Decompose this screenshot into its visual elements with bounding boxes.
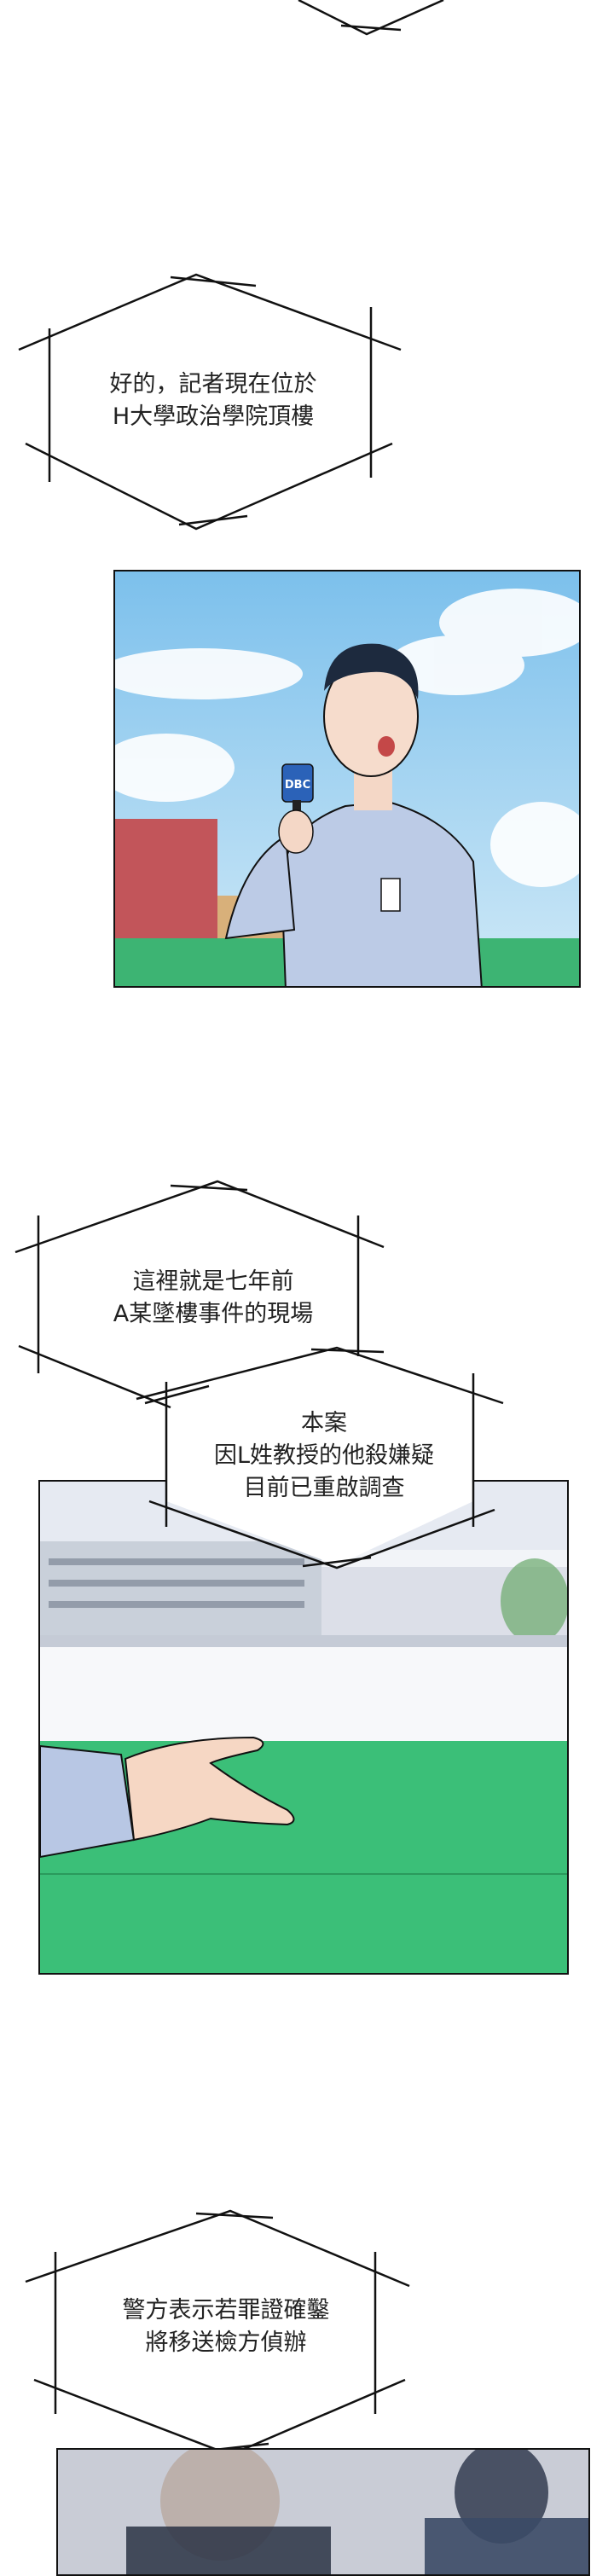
pointing-hand [40,1736,295,1859]
red-building [115,819,217,938]
bubble-2-text: 這裡就是七年前 A某墜樓事件的現場 [77,1266,350,1331]
reporter-scene: DBC [115,571,579,986]
distant-buildings [40,1541,567,1644]
panel-bottom-partial [56,2448,590,2576]
bottom-scene [58,2450,588,2574]
bubble-3-line-1: 本案 [301,1410,347,1436]
bubble-4-line-2: 將移送檢方偵辦 [145,2329,307,2356]
bubble-1-text: 好的，記者現在位於 H大學政治學院頂樓 [85,368,341,433]
panel-reporter: DBC [113,570,581,988]
bubble-2-line-1: 這裡就是七年前 [132,1268,294,1295]
bubble-3-text: 本案 因L姓教授的他殺嫌疑 目前已重啟調查 [183,1407,465,1505]
bubble-2-line-2: A某墜樓事件的現場 [113,1301,314,1327]
bubble-1-line-2: H大學政治學院頂樓 [112,403,315,430]
bubble-4-line-1: 警方表示若罪證確鑿 [122,2297,330,2324]
bubble-4-text: 警方表示若罪證確鑿 將移送檢方偵辦 [85,2295,367,2359]
mic-logo: DBC [285,779,310,792]
panel-hand [38,1480,569,1975]
bubble-3-line-2: 因L姓教授的他殺嫌疑 [213,1442,435,1469]
id-badge [380,878,401,912]
clouds [115,589,579,887]
hand-scene [40,1482,567,1973]
reporter: DBC [224,643,483,986]
bubble-1-line-1: 好的，記者現在位於 [109,371,317,397]
bubble-3-line-3: 目前已重啟調查 [243,1475,405,1501]
